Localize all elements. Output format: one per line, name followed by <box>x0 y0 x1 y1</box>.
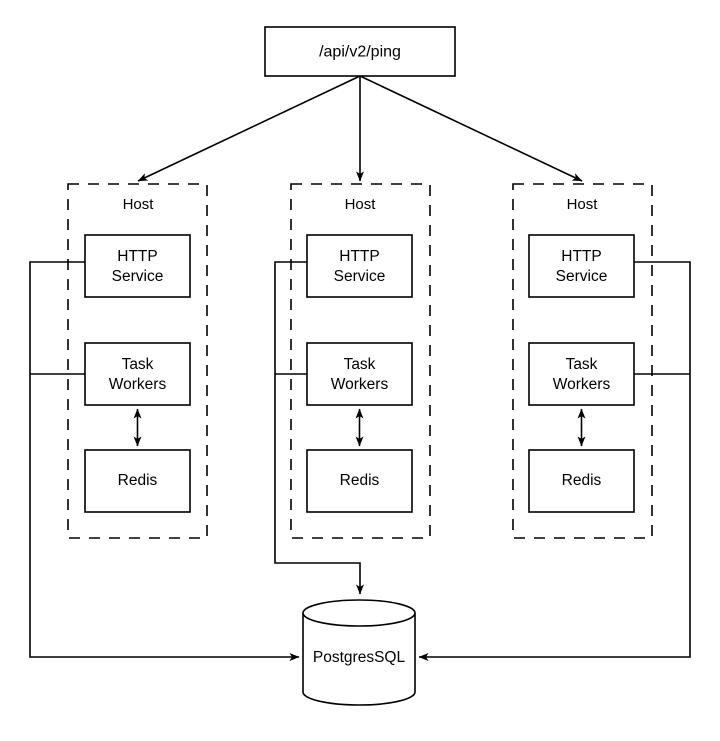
database-label: PostgresSQL <box>313 649 406 666</box>
host-left-redis-label: Redis <box>118 472 158 489</box>
database-cylinder-top <box>302 599 416 627</box>
host-middle-redis[interactable]: Redis <box>306 449 413 513</box>
host-left-http-service[interactable]: HTTP Service <box>84 234 191 298</box>
host-middle-task-workers[interactable]: Task Workers <box>306 342 413 406</box>
host-left-redis[interactable]: Redis <box>84 449 191 513</box>
database-node-postgresql[interactable]: PostgresSQL <box>302 599 416 706</box>
host-right[interactable]: Host HTTP Service Task Workers Redis <box>512 183 653 539</box>
host-middle-http-service-label-line1: HTTP <box>339 248 379 265</box>
host-right-http-service-label-line2: Service <box>556 268 608 285</box>
host-right-http-service[interactable]: HTTP Service <box>528 234 635 298</box>
host-middle-task-workers-rect <box>306 342 413 406</box>
host-left-task-workers-label-line2: Workers <box>109 376 167 393</box>
edge-host-middle-to-database <box>274 261 364 595</box>
host-left-task-workers-rect <box>84 342 191 406</box>
host-left-boundary <box>67 183 208 539</box>
host-right-redis-label: Redis <box>562 472 602 489</box>
entry-node-api-ping[interactable]: /api/v2/ping <box>264 26 456 77</box>
host-left[interactable]: Host HTTP Service Task Workers Redis <box>67 183 208 539</box>
host-left-redis-rect <box>84 449 191 513</box>
host-right-redis[interactable]: Redis <box>528 449 635 513</box>
host-right-label: Host <box>567 196 599 213</box>
host-middle-redis-rect <box>306 449 413 513</box>
host-middle-http-service[interactable]: HTTP Service <box>306 234 413 298</box>
host-right-boundary <box>512 183 653 539</box>
host-middle-task-workers-label-line1: Task <box>344 356 376 373</box>
entry-node-rect <box>264 26 456 77</box>
host-middle-task-workers-label-line2: Workers <box>331 376 389 393</box>
host-left-http-service-rect <box>84 234 191 298</box>
host-right-task-workers-rect <box>528 342 635 406</box>
edge-host-left-to-database <box>29 261 300 661</box>
host-right-http-service-rect <box>528 234 635 298</box>
edge-host-right-to-database <box>418 261 691 661</box>
database-cylinder-body <box>302 613 416 706</box>
host-left-task-workers-label-line1: Task <box>122 356 154 373</box>
host-right-task-workers-label-line1: Task <box>566 356 598 373</box>
edge-entry-to-host-right <box>359 75 583 182</box>
host-middle-boundary <box>290 183 431 539</box>
host-right-task-workers[interactable]: Task Workers <box>528 342 635 406</box>
host-left-http-service-label-line2: Service <box>112 268 164 285</box>
host-middle-redis-label: Redis <box>340 472 380 489</box>
host-middle-http-service-label-line2: Service <box>334 268 386 285</box>
host-left-label: Host <box>123 196 155 213</box>
host-left-task-workers[interactable]: Task Workers <box>84 342 191 406</box>
host-middle[interactable]: Host HTTP Service Task Workers Redis <box>290 183 431 539</box>
edge-entry-to-host-left <box>137 75 361 182</box>
host-right-redis-rect <box>528 449 635 513</box>
host-left-http-service-label-line1: HTTP <box>117 248 157 265</box>
host-middle-http-service-rect <box>306 234 413 298</box>
host-right-task-workers-label-line2: Workers <box>553 376 611 393</box>
entry-node-label: /api/v2/ping <box>319 44 401 61</box>
host-right-http-service-label-line1: HTTP <box>561 248 601 265</box>
host-middle-label: Host <box>345 196 377 213</box>
